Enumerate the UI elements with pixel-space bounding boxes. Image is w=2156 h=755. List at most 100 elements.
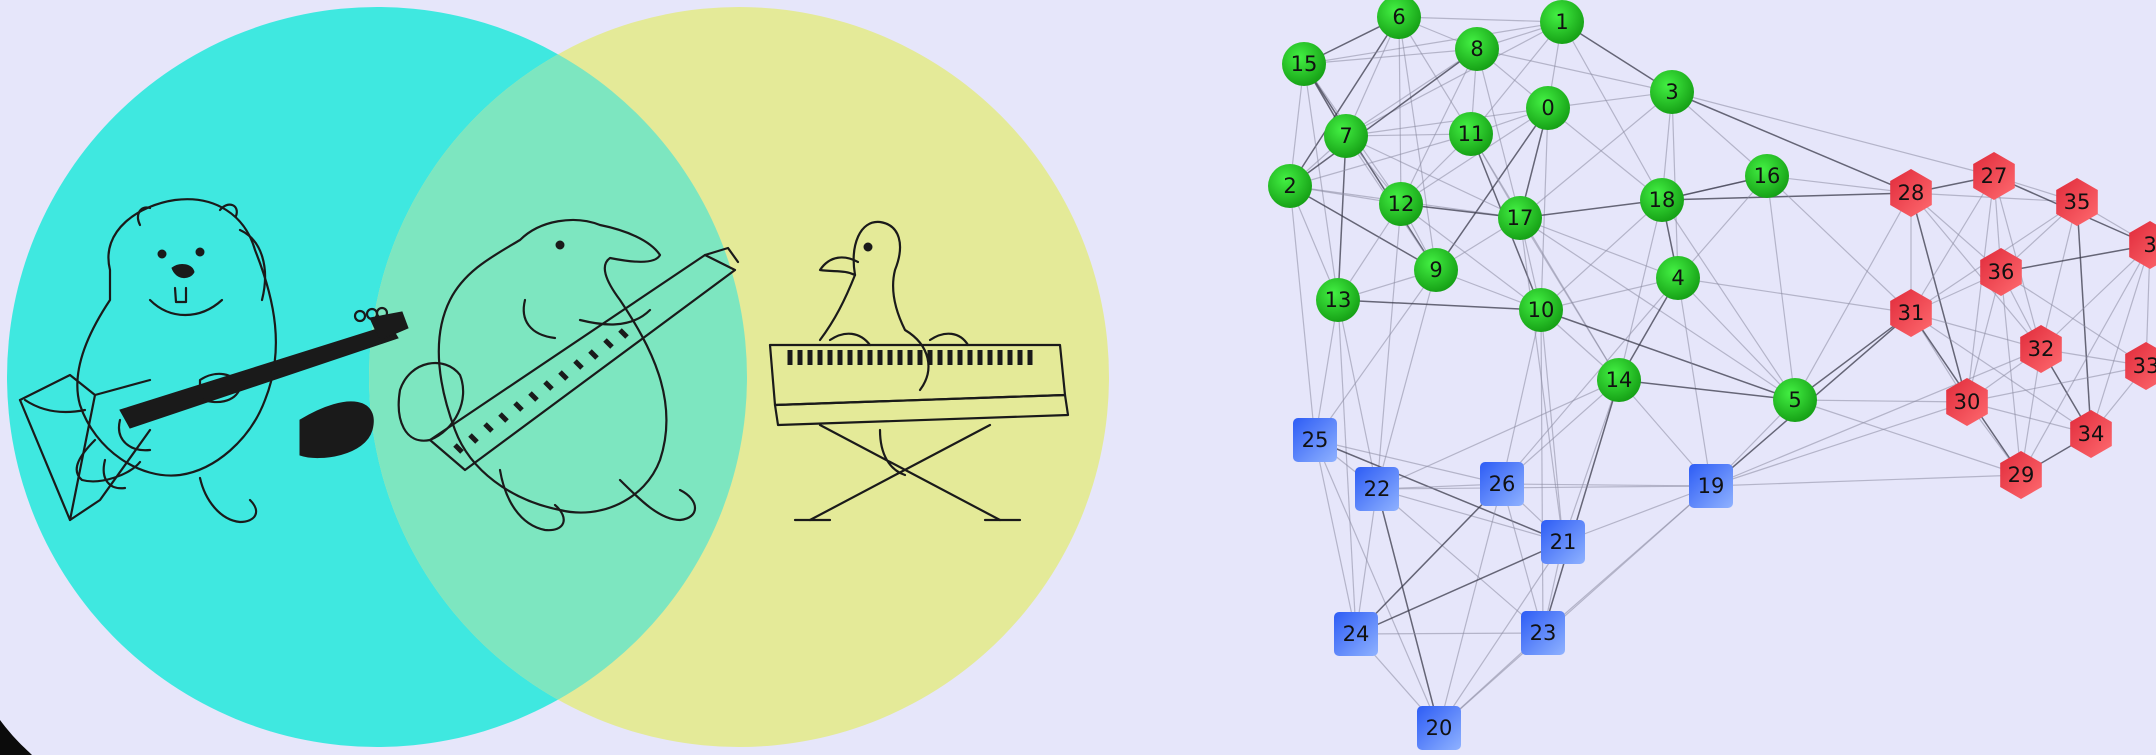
- node-5[interactable]: 5: [1773, 378, 1817, 422]
- edge-25-21: [1314, 439, 1564, 543]
- node-24[interactable]: 24: [1334, 612, 1378, 656]
- node-12[interactable]: 12: [1379, 182, 1423, 226]
- edge-9-22: [1376, 269, 1437, 490]
- edge-19-29: [1710, 474, 2022, 487]
- edge-22-20: [1376, 488, 1440, 729]
- node-28-label: 28: [1898, 181, 1925, 205]
- edge-16-28: [1766, 175, 1912, 194]
- node-10[interactable]: 10: [1519, 288, 1563, 332]
- node-7[interactable]: 7: [1324, 114, 1368, 158]
- edge-26-20: [1438, 483, 1503, 729]
- node-19-shape: [1689, 464, 1733, 508]
- edge-21-20: [1438, 541, 1564, 729]
- edge-4-5: [1677, 277, 1796, 401]
- node-16-label: 16: [1754, 164, 1781, 188]
- edge-12-10: [1400, 203, 1542, 311]
- node-24-label: 24: [1343, 622, 1370, 646]
- node-17-shape: [1498, 196, 1542, 240]
- edge-19-21: [1562, 485, 1712, 543]
- edge-16-5: [1766, 175, 1796, 401]
- node-34-shape: [2070, 410, 2112, 458]
- node-36-shape: [1980, 248, 2022, 296]
- edge-27-30: [1966, 175, 1995, 403]
- node-25[interactable]: 25: [1293, 418, 1337, 462]
- edge-1-15: [1303, 21, 1563, 65]
- node-21-label: 21: [1550, 530, 1577, 554]
- node-19[interactable]: 19: [1689, 464, 1733, 508]
- edge-2-25: [1289, 185, 1316, 441]
- edge-31-32: [1910, 312, 2042, 350]
- node-33-label: 33: [2133, 354, 2156, 378]
- edge-4-26: [1501, 277, 1679, 485]
- node-23[interactable]: 23: [1521, 611, 1565, 655]
- node-1-shape: [1540, 0, 1584, 44]
- node-32[interactable]: 32: [2020, 325, 2062, 373]
- edge-6-9: [1398, 16, 1437, 271]
- node-9[interactable]: 9: [1414, 248, 1458, 292]
- keyboard-keys: [787, 350, 1033, 365]
- edge-17-4: [1519, 217, 1679, 279]
- beaver-guitar-illustration: [18, 198, 409, 524]
- node-21-shape: [1541, 520, 1585, 564]
- node-0-label: 0: [1541, 96, 1554, 120]
- node-22[interactable]: 22: [1355, 467, 1399, 511]
- node-14-label: 14: [1606, 368, 1633, 392]
- node-15[interactable]: 15: [1282, 42, 1326, 86]
- node-34-label: 34: [2078, 422, 2105, 446]
- node-37[interactable]: 3: [2129, 221, 2156, 269]
- node-28[interactable]: 28: [1890, 169, 1932, 217]
- edge-26-23: [1501, 483, 1544, 634]
- edge-35-34: [2076, 201, 2092, 435]
- edge-8-17: [1476, 48, 1521, 219]
- node-34[interactable]: 34: [2070, 410, 2112, 458]
- edge-26-19: [1501, 483, 1712, 487]
- node-13[interactable]: 13: [1316, 278, 1360, 322]
- edge-28-32: [1910, 192, 2042, 350]
- edge-0-9: [1435, 107, 1549, 271]
- node-8[interactable]: 8: [1455, 27, 1499, 71]
- edge-22-23: [1376, 488, 1544, 634]
- edge-4-19: [1677, 277, 1712, 487]
- node-15-label: 15: [1291, 52, 1318, 76]
- node-0[interactable]: 0: [1526, 86, 1570, 130]
- network-graph: 0123456789101112131415161718192021222324…: [1268, 0, 2156, 750]
- node-4[interactable]: 4: [1656, 256, 1700, 300]
- node-30-label: 30: [1954, 390, 1981, 414]
- node-33[interactable]: 33: [2125, 342, 2156, 390]
- node-35[interactable]: 35: [2056, 178, 2098, 226]
- node-17[interactable]: 17: [1498, 196, 1542, 240]
- graph-nodes: 0123456789101112131415161718192021222324…: [1268, 0, 2156, 750]
- node-4-label: 4: [1671, 266, 1684, 290]
- node-27[interactable]: 27: [1973, 152, 2015, 200]
- edge-36-30: [1966, 271, 2002, 403]
- node-11-label: 11: [1458, 122, 1485, 146]
- edge-17-14: [1519, 217, 1620, 381]
- node-16[interactable]: 16: [1745, 154, 1789, 198]
- node-5-shape: [1773, 378, 1817, 422]
- node-1[interactable]: 1: [1540, 0, 1584, 44]
- node-6[interactable]: 6: [1377, 0, 1421, 39]
- node-14[interactable]: 14: [1597, 358, 1641, 402]
- node-26[interactable]: 26: [1480, 462, 1524, 506]
- node-36[interactable]: 36: [1980, 248, 2022, 296]
- node-3[interactable]: 3: [1650, 70, 1694, 114]
- node-30[interactable]: 30: [1946, 378, 1988, 426]
- node-11[interactable]: 11: [1449, 112, 1493, 156]
- node-25-label: 25: [1302, 428, 1329, 452]
- node-7-shape: [1324, 114, 1368, 158]
- node-30-shape: [1946, 378, 1988, 426]
- node-21[interactable]: 21: [1541, 520, 1585, 564]
- edge-10-5: [1540, 309, 1796, 401]
- node-27-label: 27: [1981, 164, 2008, 188]
- edge-8-7: [1345, 48, 1478, 137]
- edge-0-18: [1547, 107, 1663, 201]
- node-2[interactable]: 2: [1268, 164, 1312, 208]
- node-31[interactable]: 31: [1890, 289, 1932, 337]
- edge-1-7: [1345, 21, 1563, 137]
- node-20[interactable]: 20: [1417, 706, 1461, 750]
- node-25-shape: [1293, 418, 1337, 462]
- node-18[interactable]: 18: [1640, 178, 1684, 222]
- edge-13-25: [1314, 299, 1339, 441]
- edge-31-34: [1910, 312, 2092, 435]
- node-29[interactable]: 29: [2000, 451, 2042, 499]
